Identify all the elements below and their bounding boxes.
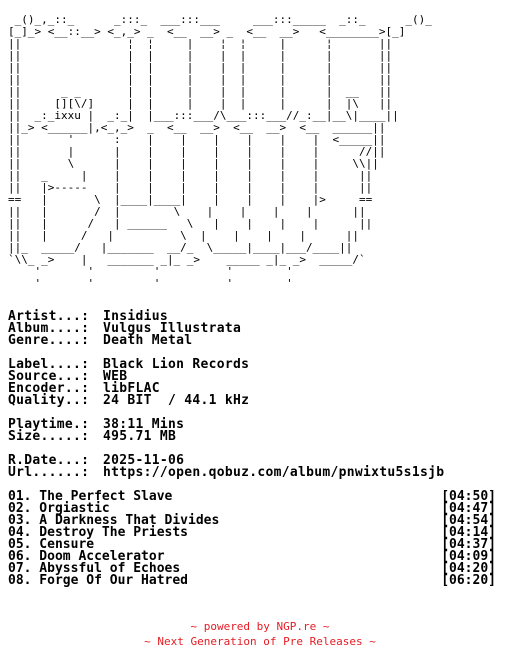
genre-value: Death Metal [103,333,193,348]
rdate-label: R.Date...: [8,453,90,468]
size-label: Size.....: [8,429,90,444]
size-row: Size.....: 495.71 MB [8,429,444,444]
size-value: 495.71 MB [103,429,177,444]
genre-row: Genre....: Death Metal [8,333,444,348]
track-row: 04. Destroy The Priests [04:14] [8,525,496,540]
track-duration: [04:50] [441,489,496,504]
label-row: Label....: Black Lion Records [8,357,444,372]
playtime-label: Playtime.: [8,417,90,432]
genre-label: Genre....: [8,333,90,348]
track-duration: [06:20] [441,573,496,588]
playtime-value: 38:11 Mins [103,417,185,432]
source-row: Source...: WEB [8,369,444,384]
track-row: 07. Abyssful of Echoes [04:20] [8,561,496,576]
artist-label: Artist...: [8,309,90,324]
ascii-logo: _()_,_::_ _:::_ ___:::___ ___:::_____ _:… [8,14,432,290]
track-duration: [04:20] [441,561,496,576]
track-title: 08. Forge Of Our Hatred [8,573,189,588]
quality-label: Quality..: [8,393,90,408]
label-value: Black Lion Records [103,357,250,372]
track-title: 03. A Darkness That Divides [8,513,220,528]
track-title: 02. Orgiastic [8,501,110,516]
encoder-row: Encoder..: libFLAC [8,381,444,396]
track-duration: [04:54] [441,513,496,528]
rdate-value: 2025-11-06 [103,453,185,468]
track-row: 03. A Darkness That Divides [04:54] [8,513,496,528]
rdate-row: R.Date...: 2025-11-06 [8,453,444,468]
release-info: Artist...: Insidius Album....: Vulgus Illu… [8,309,445,480]
track-title: 06. Doom Accelerator [8,549,165,564]
url-label: Url......: [8,465,90,480]
artist-row: Artist...: Insidius [8,309,444,324]
artist-value: Insidius [103,309,169,324]
track-row: 08. Forge Of Our Hatred [06:20] [8,573,496,588]
source-label: Source...: [8,369,90,384]
playtime-row: Playtime.: 38:11 Mins [8,417,444,432]
track-title: 07. Abyssful of Echoes [8,561,181,576]
album-row: Album....: Vulgus Illustrata [8,321,444,336]
url-row: Url......: https://open.qobuz.com/album/p… [8,465,445,480]
track-duration: [04:09] [441,549,496,564]
source-value: WEB [103,369,128,384]
footer-tagline: ~ Next Generation of Pre Releases ~ [144,635,376,648]
track-row: 05. Censure [04:37] [8,537,496,552]
album-label: Album....: [8,321,90,336]
album-value: Vulgus Illustrata [103,321,242,336]
url-value: https://open.qobuz.com/album/pnwixtu5s1s… [103,465,445,480]
quality-value: 24 BIT / 44.1 kHz [103,393,250,408]
encoder-value: libFLAC [103,381,160,396]
track-duration: [04:37] [441,537,496,552]
footer-powered-by: ~ powered by NGP.re ~ [190,620,330,633]
encoder-label: Encoder..: [8,381,90,396]
tracklist: 01. The Perfect Slave [04:50] 02. Orgiast… [8,489,496,588]
track-title: 04. Destroy The Priests [8,525,189,540]
track-duration: [04:47] [441,501,496,516]
label-label: Label....: [8,357,90,372]
track-duration: [04:14] [441,525,496,540]
track-row: 06. Doom Accelerator [04:09] [8,549,496,564]
track-row: 01. The Perfect Slave [04:50] [8,489,496,504]
track-title: 05. Censure [8,537,95,552]
track-title: 01. The Perfect Slave [8,489,173,504]
track-row: 02. Orgiastic [04:47] [8,501,496,516]
quality-row: Quality..: 24 BIT / 44.1 kHz [8,393,444,408]
